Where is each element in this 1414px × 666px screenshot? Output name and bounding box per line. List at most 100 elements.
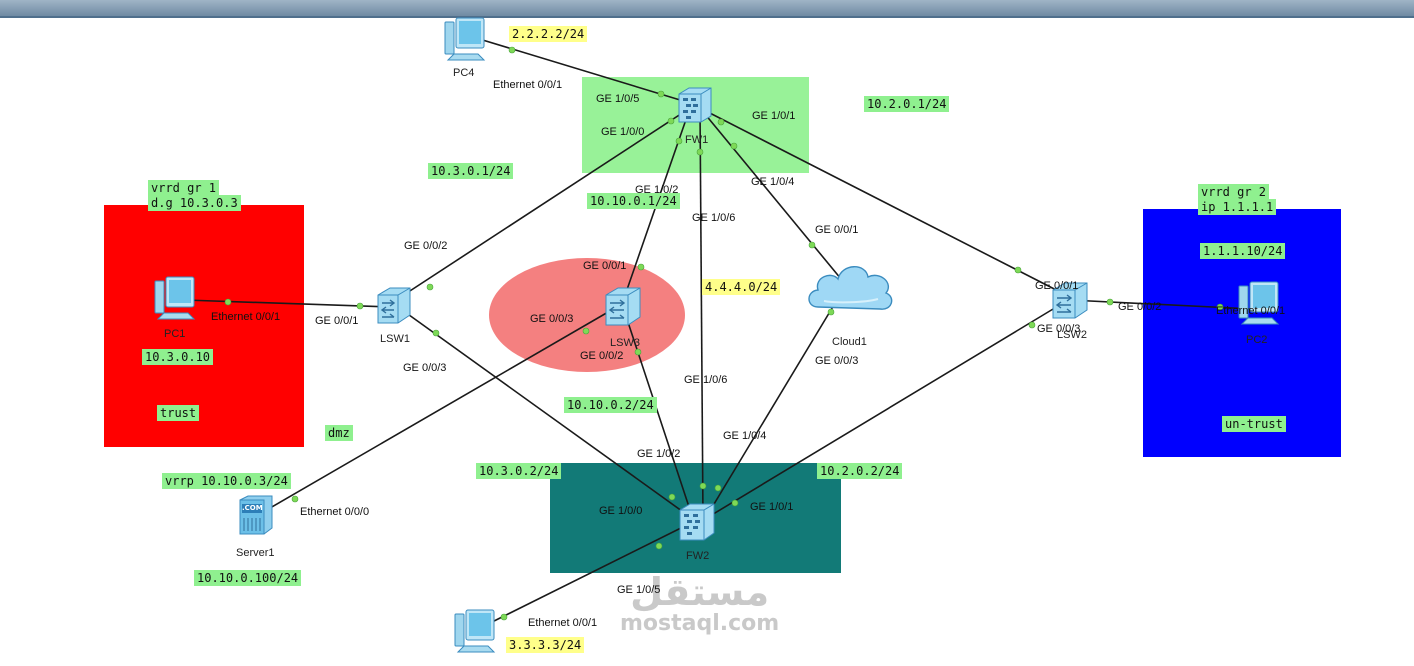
vrrd-gr2-label-line1: vrrd gr 2 — [1198, 184, 1270, 200]
pc2-ip-label: 1.1.1.10/24 — [1200, 243, 1286, 259]
port-dot — [1028, 321, 1036, 329]
port-label: GE 1/0/0 — [601, 126, 645, 138]
port-dot — [675, 137, 683, 145]
port-dot — [827, 308, 835, 316]
port-label: GE 1/0/5 — [596, 93, 640, 105]
vrrd-gr2-label-line2: ip 1.1.1.1 — [1198, 199, 1277, 215]
pc2-device[interactable] — [1232, 280, 1284, 326]
port-label: Ethernet 0/0/1 — [528, 617, 598, 629]
pc-icon — [154, 276, 196, 320]
port-dot — [730, 142, 738, 150]
vrrd-gr1-label-line1: vrrd gr 1 — [148, 180, 220, 196]
link-lsw3-fw2 — [621, 303, 694, 520]
port-dot — [717, 118, 725, 126]
port-dot — [426, 283, 434, 291]
fw1-ge101-ip-label: 10.2.0.1/24 — [864, 96, 950, 112]
link-pc1-lsw1 — [184, 299, 391, 308]
port-label: GE 0/0/3 — [403, 362, 447, 374]
vrrd-gr1-label-line2: d.g 10.3.0.3 — [148, 195, 241, 211]
pc3-device[interactable] — [448, 608, 500, 654]
pc1-ip-label: 10.3.0.10 — [142, 349, 214, 365]
pc-icon — [454, 609, 496, 653]
firewall-icon — [679, 503, 715, 541]
port-label: GE 1/0/1 — [750, 501, 794, 513]
port-dot — [1216, 303, 1224, 311]
port-dot — [432, 329, 440, 337]
cloud-icon — [808, 266, 893, 310]
link-fw1-lsw1 — [392, 107, 691, 303]
trust-zone — [104, 205, 304, 447]
fw2-name: FW2 — [686, 550, 710, 562]
fw1-name: FW1 — [685, 134, 709, 146]
lsw2-device[interactable] — [1047, 280, 1093, 322]
switch-icon — [1052, 282, 1088, 319]
cloud1-name: Cloud1 — [832, 336, 867, 348]
port-label: GE 0/0/3 — [815, 355, 859, 367]
vrrp-label: vrrp 10.10.0.3/24 — [162, 473, 291, 489]
pc1-device[interactable] — [148, 275, 200, 321]
port-label: GE 1/0/4 — [751, 176, 795, 188]
pc2-name: PC2 — [1246, 334, 1268, 346]
port-dot — [224, 298, 232, 306]
watermark-arabic: مستقل — [630, 570, 770, 614]
port-dot — [637, 263, 645, 271]
pc4-ip-label: 2.2.2.2/24 — [509, 26, 588, 42]
pc-icon — [1238, 281, 1280, 325]
link-lsw1-fw2 — [397, 306, 694, 520]
link-4444-label: 4.4.4.0/24 — [702, 279, 781, 295]
dmz-zone-label: dmz — [325, 425, 353, 441]
port-dot — [634, 348, 642, 356]
port-label: GE 1/0/0 — [599, 505, 643, 517]
untrust-zone-label: un-trust — [1222, 416, 1286, 432]
server1-badge: .COM — [242, 504, 263, 512]
window-top-bar — [0, 0, 1414, 18]
port-label: GE 1/0/6 — [684, 374, 728, 386]
link-fw1-cloud — [699, 107, 847, 286]
watermark: مستقل mostaql.com — [620, 572, 779, 636]
server1-name: Server1 — [236, 547, 275, 559]
port-dot — [500, 613, 508, 621]
port-label: GE 1/0/4 — [723, 430, 767, 442]
lsw1-name: LSW1 — [380, 333, 410, 345]
port-dot — [667, 117, 675, 125]
port-label: GE 1/0/6 — [692, 212, 736, 224]
port-dot — [699, 482, 707, 490]
pc1-name: PC1 — [164, 328, 186, 340]
port-dot — [1014, 266, 1022, 274]
port-label: GE 0/0/1 — [315, 315, 359, 327]
fw1-device[interactable] — [675, 86, 715, 124]
trust-zone-label: trust — [157, 405, 200, 421]
pc4-device[interactable] — [438, 16, 490, 62]
fw2-ge100-ip-label: 10.3.0.2/24 — [476, 463, 562, 479]
port-label: Ethernet 0/0/1 — [1216, 305, 1286, 317]
fw1-ge102-ip-label: 10.10.0.1/24 — [587, 193, 680, 209]
port-dot — [714, 484, 722, 492]
port-label: GE 0/0/3 — [1037, 323, 1081, 335]
server-icon — [239, 495, 273, 535]
cloud1-device[interactable] — [804, 255, 896, 319]
server-ip-label: 10.10.0.100/24 — [194, 570, 302, 586]
watermark-latin: mostaql.com — [620, 611, 780, 636]
port-label: GE 0/0/2 — [1118, 301, 1162, 313]
port-label: Ethernet 0/0/1 — [493, 79, 563, 91]
lsw3-device[interactable] — [600, 285, 644, 329]
port-dot — [582, 327, 590, 335]
link-fw1-fw2 — [699, 107, 704, 520]
pc-icon — [444, 17, 486, 61]
fw1-ge100-ip-label: 10.3.0.1/24 — [428, 163, 514, 179]
port-label: GE 1/0/1 — [752, 110, 796, 122]
fw2-device[interactable] — [676, 502, 718, 542]
port-label: GE 0/0/3 — [530, 313, 574, 325]
port-label: GE 1/0/2 — [637, 448, 681, 460]
switch-icon — [377, 287, 411, 324]
link-cloud-fw2 — [704, 284, 847, 520]
port-dot — [657, 90, 665, 98]
lsw1-device[interactable] — [372, 285, 414, 327]
port-label: GE 0/0/2 — [404, 240, 448, 252]
port-label: Ethernet 0/0/0 — [300, 506, 370, 518]
switch-icon — [605, 287, 641, 326]
port-dot — [291, 495, 299, 503]
link-lsw3-server — [257, 303, 623, 516]
server1-device[interactable]: .COM — [236, 494, 276, 536]
port-dot — [668, 493, 676, 501]
